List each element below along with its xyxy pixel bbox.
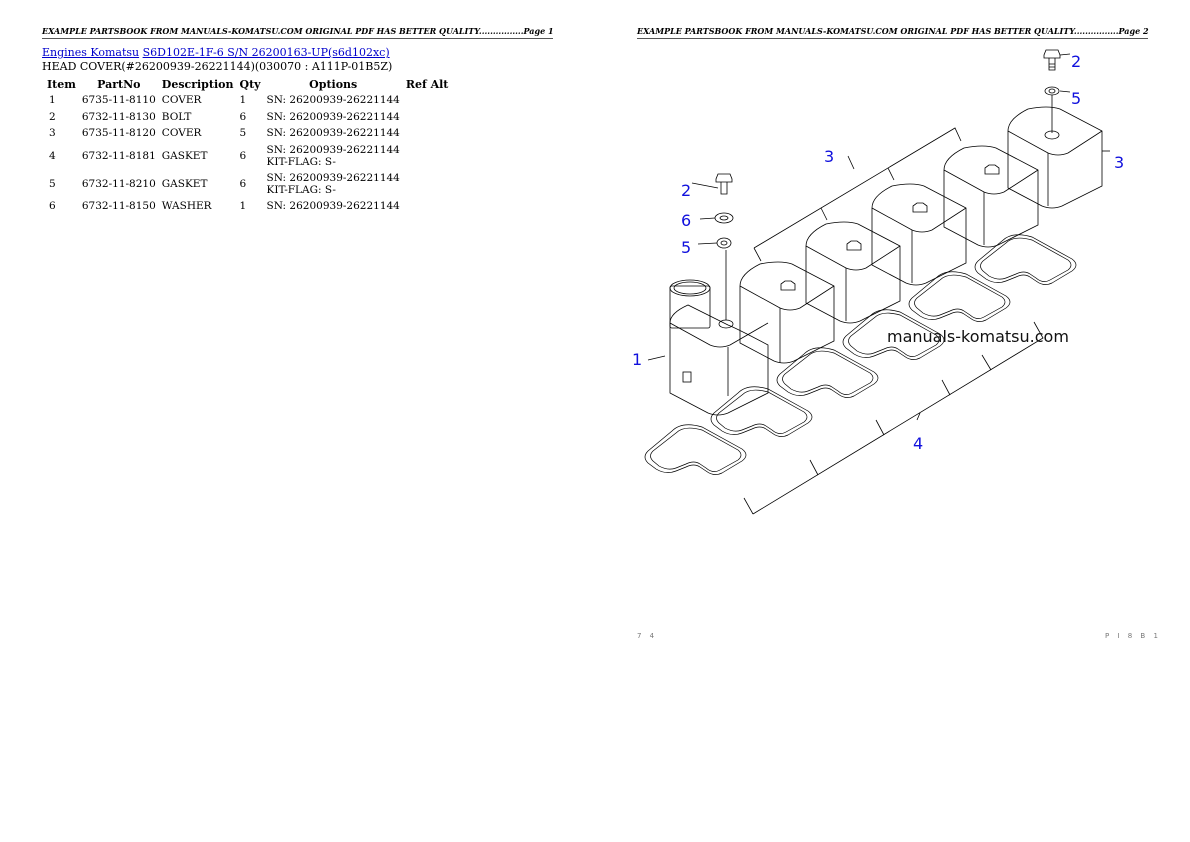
bolt-icon — [1043, 49, 1061, 71]
cell-ref-alt — [403, 109, 452, 126]
cell-partno: 6732-11-8181 — [81, 149, 156, 162]
col-partno: PartNo — [97, 77, 141, 91]
page-1: EXAMPLE PARTSBOOK FROM MANUALS-KOMATSU.C… — [42, 26, 554, 214]
cell-description: COVER — [161, 127, 202, 140]
option-line: SN: 26200939-26221144 — [266, 127, 400, 140]
table-row: 5 6732-11-8210 GASKET 6 SN: 26200939-262… — [44, 170, 451, 198]
cell-description: GASKET — [161, 177, 208, 190]
option-line: SN: 26200939-26221144 — [266, 143, 400, 156]
cell-ref-alt — [403, 92, 452, 109]
table-header-row: Item PartNo Description Qty Options Ref … — [44, 76, 451, 92]
cell-item: 4 — [49, 149, 56, 162]
section-title: HEAD COVER(#26200939-26221144)(030070 : … — [42, 60, 393, 73]
cell-item: 6 — [49, 199, 56, 212]
cell-options: SN: 26200939-26221144 — [264, 125, 403, 142]
cell-item: 2 — [49, 110, 56, 123]
breadcrumb: Engines Komatsu S6D102E-1F-6 S/N 2620016… — [42, 46, 390, 59]
diagram-footer-left: 7 4 — [637, 632, 658, 640]
cell-partno: 6732-11-8150 — [81, 199, 156, 212]
cell-partno: 6735-11-8110 — [81, 94, 156, 107]
callout-2-top: 2 — [1071, 52, 1081, 71]
watermark: manuals-komatsu.com — [887, 327, 1069, 346]
option-line: KIT-FLAG: S- — [266, 155, 336, 168]
cell-description: GASKET — [161, 149, 208, 162]
cell-partno: 6732-11-8210 — [81, 177, 156, 190]
cell-item: 3 — [49, 127, 56, 140]
cell-description: BOLT — [161, 110, 192, 123]
parts-table: Item PartNo Description Qty Options Ref … — [44, 76, 451, 214]
option-line: KIT-FLAG: S- — [266, 183, 336, 196]
cell-partno: 6735-11-8120 — [81, 127, 156, 140]
col-ref-alt: Ref Alt — [405, 77, 449, 91]
cell-qty: 1 — [239, 94, 247, 107]
callout-1: 1 — [632, 350, 642, 369]
page-header: EXAMPLE PARTSBOOK FROM MANUALS-KOMATSU.C… — [42, 26, 554, 39]
cell-qty: 6 — [239, 177, 247, 190]
cell-qty: 6 — [239, 110, 247, 123]
callout-5-top: 5 — [1071, 89, 1081, 108]
option-line: SN: 26200939-26221144 — [266, 94, 400, 107]
cell-item: 5 — [49, 177, 56, 190]
cell-ref-alt — [403, 125, 452, 142]
callout-2-left: 2 — [681, 181, 691, 200]
col-qty: Qty — [239, 77, 261, 91]
breadcrumb-link-model[interactable]: S6D102E-1F-6 S/N 26200163-UP(s6d102xc) — [142, 46, 390, 59]
cell-qty: 5 — [239, 127, 247, 140]
col-description: Description — [161, 77, 234, 91]
diagram-footer-right: P I 8 B 1 — [1105, 632, 1161, 640]
cell-item: 1 — [49, 94, 56, 107]
option-line: SN: 26200939-26221144 — [266, 171, 400, 184]
exploded-parts-diagram: 2 5 3 3 2 6 5 1 4 manuals-komatsu.com — [632, 49, 1124, 515]
callout-5-left: 5 — [681, 238, 691, 257]
cell-options: SN: 26200939-26221144 — [264, 109, 403, 126]
table-row: 1 6735-11-8110 COVER 1 SN: 26200939-2622… — [44, 92, 451, 109]
breadcrumb-link-engines[interactable]: Engines Komatsu — [42, 46, 140, 59]
cell-partno: 6732-11-8130 — [81, 110, 156, 123]
option-line: SN: 26200939-26221144 — [266, 110, 400, 123]
table-row: 3 6735-11-8120 COVER 5 SN: 26200939-2622… — [44, 125, 451, 142]
col-item: Item — [47, 77, 76, 91]
cell-qty: 6 — [239, 149, 247, 162]
table-row: 6 6732-11-8150 WASHER 1 SN: 26200939-262… — [44, 198, 451, 215]
callout-6: 6 — [681, 211, 691, 230]
page-2: EXAMPLE PARTSBOOK FROM MANUALS-KOMATSU.C… — [595, 0, 1190, 842]
cell-description: COVER — [161, 94, 202, 107]
page-header: EXAMPLE PARTSBOOK FROM MANUALS-KOMATSU.C… — [637, 26, 1149, 39]
table-row: 2 6732-11-8130 BOLT 6 SN: 26200939-26221… — [44, 109, 451, 126]
col-options: Options — [309, 77, 358, 91]
cell-qty: 1 — [239, 199, 247, 212]
cell-ref-alt — [403, 170, 452, 198]
cell-options: SN: 26200939-26221144 — [264, 92, 403, 109]
cell-ref-alt — [403, 198, 452, 215]
callout-4: 4 — [913, 434, 923, 453]
callout-3-left: 3 — [824, 147, 834, 166]
callout-3-right: 3 — [1114, 153, 1124, 172]
cell-options: SN: 26200939-26221144 — [264, 198, 403, 215]
table-row: 4 6732-11-8181 GASKET 6 SN: 26200939-262… — [44, 142, 451, 170]
cell-ref-alt — [403, 142, 452, 170]
option-line: SN: 26200939-26221144 — [266, 199, 400, 212]
cell-description: WASHER — [161, 199, 212, 212]
